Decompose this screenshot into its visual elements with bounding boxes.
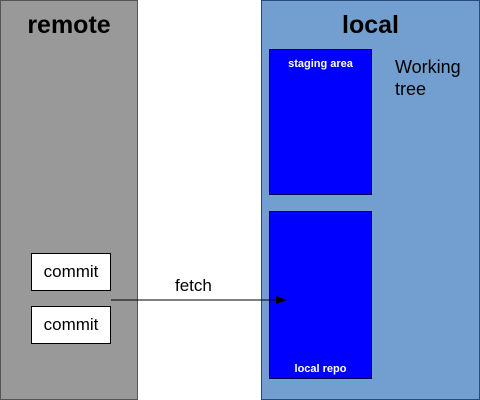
local-repo-label: local repo bbox=[294, 363, 347, 375]
commit-box: commit bbox=[31, 253, 111, 291]
staging-area-label: staging area bbox=[288, 58, 353, 70]
fetch-arrow-head bbox=[276, 296, 287, 304]
commit-box: commit bbox=[31, 306, 111, 344]
local-repo-box: local repo bbox=[269, 211, 372, 379]
remote-title: remote bbox=[27, 11, 111, 39]
working-tree-label: Working tree bbox=[395, 57, 461, 99]
local-title: local bbox=[342, 11, 399, 39]
staging-area-box: staging area bbox=[269, 49, 372, 195]
fetch-label: fetch bbox=[175, 276, 212, 295]
